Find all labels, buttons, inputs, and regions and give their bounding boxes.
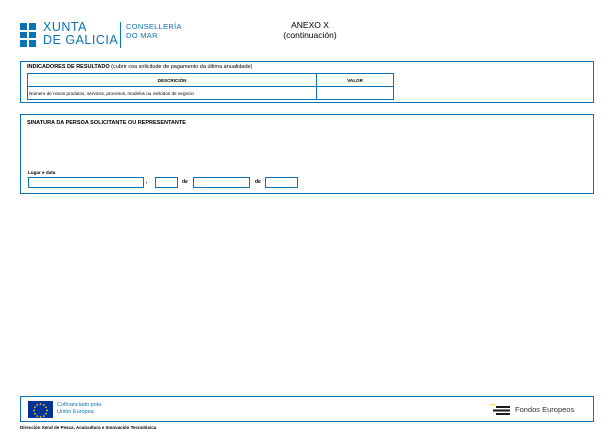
logo-line1: XUNTA bbox=[43, 20, 87, 34]
signature-section: SINATURA DA PERSOA SOLICITANTE OU REPRES… bbox=[20, 114, 594, 194]
logo-text: XUNTA DE GALICIA bbox=[43, 21, 118, 47]
eu-cofinancing-text: Cofinanciado pola Unión Europea bbox=[57, 402, 101, 416]
xunta-emblem-icon bbox=[20, 23, 37, 47]
month-field[interactable] bbox=[193, 177, 250, 188]
annex-subtitle: (continuación) bbox=[283, 30, 337, 40]
eu-flag-icon bbox=[28, 401, 53, 418]
department-name: CONSELLERÍA DO MAR bbox=[126, 22, 182, 40]
de-separator-1: de bbox=[182, 179, 188, 185]
indicator-description: Número de novos produtos, servizos, proc… bbox=[26, 86, 318, 100]
table-header-row: DESCRICIÓN VALOR bbox=[26, 73, 394, 87]
column-header-description: DESCRICIÓN bbox=[26, 73, 318, 87]
indicators-table: DESCRICIÓN VALOR Número de novos produto… bbox=[26, 73, 394, 100]
annex-title: ANEXO X bbox=[291, 20, 329, 30]
year-field[interactable] bbox=[265, 177, 298, 188]
signature-title: SINATURA DA PERSOA SOLICITANTE OU REPRES… bbox=[27, 120, 186, 126]
xunta-logo: XUNTA DE GALICIA CONSELLERÍA DO MAR bbox=[20, 21, 190, 53]
fondos-europeos-label: Fondos Europeos bbox=[515, 405, 575, 414]
logo-divider bbox=[120, 22, 121, 48]
indicator-value-field[interactable] bbox=[316, 86, 394, 100]
indicators-title-text: INDICADORES DE RESULTADO bbox=[27, 64, 110, 70]
comma-separator: , bbox=[146, 179, 148, 185]
indicators-section: INDICADORES DE RESULTADO (cubrir coa sol… bbox=[20, 61, 594, 103]
place-date-label: Lugar e data bbox=[28, 170, 56, 175]
place-field[interactable] bbox=[28, 177, 144, 188]
fondos-europeos-icon bbox=[489, 403, 511, 417]
day-field[interactable] bbox=[155, 177, 178, 188]
department-line1: CONSELLERÍA bbox=[126, 22, 182, 31]
department-line2: DO MAR bbox=[126, 31, 158, 40]
annex-heading: ANEXO X (continuación) bbox=[260, 20, 360, 40]
direccion-xeral-text: Dirección Xeral de Pesca, Acuicultura e … bbox=[20, 425, 157, 430]
logo-line2: DE GALICIA bbox=[43, 33, 119, 47]
indicators-title: INDICADORES DE RESULTADO (cubrir coa sol… bbox=[27, 64, 252, 70]
footer-logos: Cofinanciado pola Unión Europea Fondos E… bbox=[20, 396, 594, 422]
indicators-subtitle: (cubrir coa solicitude de pagamento da ú… bbox=[111, 64, 253, 70]
column-header-value: VALOR bbox=[316, 73, 394, 87]
cofin-line2: Unión Europea bbox=[57, 409, 94, 415]
table-row: Número de novos produtos, servizos, proc… bbox=[26, 86, 394, 100]
cofin-line1: Cofinanciado pola bbox=[57, 402, 102, 408]
de-separator-2: de bbox=[255, 179, 261, 185]
